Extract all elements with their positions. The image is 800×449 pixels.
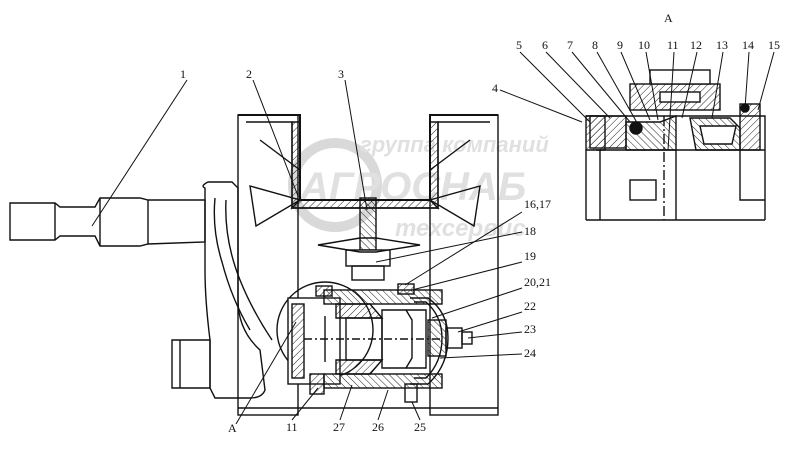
label-3: 3 (338, 67, 344, 81)
label-22: 22 (524, 299, 536, 313)
label-20-21: 20,21 (524, 275, 551, 289)
labels: 1 2 3 4 5 6 7 8 9 10 11 12 13 14 15 16,1… (180, 11, 780, 435)
label-view-a-title: A (664, 11, 673, 25)
label-2: 2 (246, 67, 252, 81)
label-15: 15 (768, 38, 780, 52)
label-23: 23 (524, 322, 536, 336)
axle-shaft (9, 197, 211, 389)
label-1: 1 (180, 67, 186, 81)
label-5: 5 (516, 38, 522, 52)
label-12: 12 (690, 38, 702, 52)
label-18: 18 (524, 224, 536, 238)
label-7: 7 (567, 38, 573, 52)
knuckle-housing (202, 181, 273, 399)
label-19: 19 (524, 249, 536, 263)
watermark: группа компаний АГРОСНАБ техсервис (288, 132, 549, 242)
label-9: 9 (617, 38, 623, 52)
label-14: 14 (742, 38, 754, 52)
main-assembly (9, 114, 499, 416)
label-11-bottom: 11 (286, 420, 298, 434)
leader-lines (91, 51, 775, 425)
label-10: 10 (638, 38, 650, 52)
label-27: 27 (333, 420, 345, 434)
label-24: 24 (524, 346, 536, 360)
label-26: 26 (372, 420, 384, 434)
label-a-pointer: A (228, 421, 237, 435)
label-6: 6 (542, 38, 548, 52)
hub-assembly (287, 283, 473, 403)
label-11: 11 (667, 38, 679, 52)
watermark-line3: техсервис (395, 215, 526, 242)
label-13: 13 (716, 38, 728, 52)
label-8: 8 (592, 38, 598, 52)
label-4: 4 (492, 81, 498, 95)
watermark-line1: группа компаний (360, 132, 549, 157)
label-25: 25 (414, 420, 426, 434)
center-bolt (317, 197, 421, 281)
label-16-17: 16,17 (524, 197, 551, 211)
detail-view-a (585, 69, 766, 221)
